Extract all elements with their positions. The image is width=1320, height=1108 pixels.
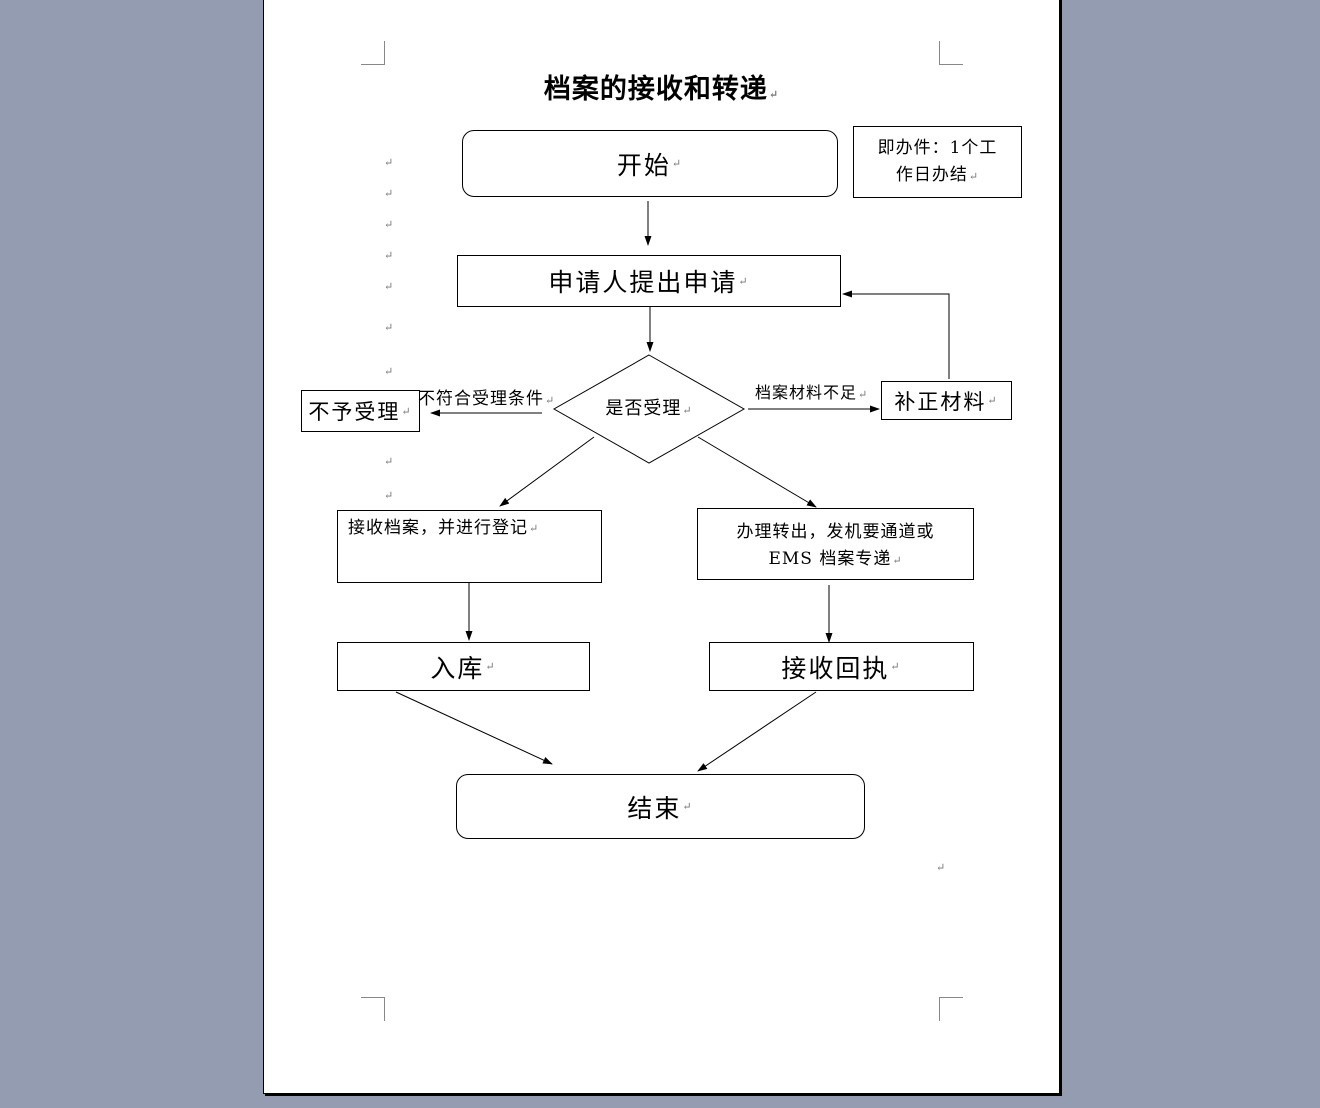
node-apply: 申请人提出申请↵ <box>457 255 841 307</box>
node-supplement: 补正材料↵ <box>881 381 1012 420</box>
paragraph-mark: ↵ <box>768 88 780 101</box>
margin-corner-top-right <box>939 41 963 65</box>
edge-label-insufficient-text: 档案材料不足 <box>755 383 858 402</box>
node-decision-label-wrap: 是否受理↵ <box>594 394 704 420</box>
paragraph-mark: ↵ <box>968 169 980 183</box>
paragraph-mark: ↵ <box>384 249 394 262</box>
edge-label-insufficient: 档案材料不足↵ <box>755 379 868 403</box>
paragraph-mark: ↵ <box>892 553 903 567</box>
node-receive: 接收档案，并进行登记↵ <box>337 510 602 583</box>
node-end: 结束↵ <box>456 774 865 839</box>
node-receipt: 接收回执↵ <box>709 642 974 691</box>
node-start: 开始↵ <box>462 130 838 197</box>
decision-diamond <box>552 354 746 464</box>
paragraph-mark: ↵ <box>384 280 394 293</box>
node-reject-label: 不予受理 <box>308 400 401 424</box>
paragraph-mark: ↵ <box>987 394 999 407</box>
paragraph-mark: ↵ <box>384 218 394 231</box>
arrow-decision-to-transfer <box>697 436 817 508</box>
node-store-label: 入库 <box>430 653 485 683</box>
node-supplement-label: 补正材料 <box>894 389 987 414</box>
edge-label-not-accepted: 不符合受理条件↵ <box>418 384 555 409</box>
page-title-text: 档案的接收和转递 <box>543 74 768 105</box>
note-line-2: 作日办结 <box>895 164 968 185</box>
node-store: 入库↵ <box>337 642 590 691</box>
note-box: 即办件：1个工 作日办结↵ <box>853 126 1022 198</box>
page-title: 档案的接收和转递↵ <box>264 67 1059 106</box>
note-line-1: 即办件：1个工 <box>877 137 998 158</box>
arrow-decision-to-receive <box>499 436 595 507</box>
paragraph-mark: ↵ <box>529 522 540 535</box>
node-start-label: 开始 <box>616 150 671 180</box>
paragraph-mark: ↵ <box>682 800 694 813</box>
node-reject: 不予受理↵ <box>301 390 420 432</box>
paragraph-mark: ↵ <box>671 157 684 170</box>
margin-corner-bottom-left <box>361 997 385 1021</box>
node-transfer: 办理转出，发机要通道或 EMS 档案专递↵ <box>697 508 974 580</box>
node-transfer-line-2: EMS 档案专递 <box>768 548 892 569</box>
paragraph-mark: ↵ <box>384 156 394 169</box>
margin-corner-top-left <box>361 41 385 65</box>
paragraph-mark: ↵ <box>738 274 750 288</box>
document-page: ↵ ↵ ↵ ↵ ↵ ↵ ↵ ↵ ↵ ↵ 档案的接收和转递↵ <box>263 0 1060 1094</box>
paragraph-mark: ↵ <box>384 187 394 200</box>
paragraph-mark: ↵ <box>384 455 394 468</box>
paragraph-mark: ↵ <box>384 365 394 378</box>
paragraph-mark: ↵ <box>384 321 394 334</box>
node-end-label: 结束 <box>627 793 682 823</box>
node-receive-label: 接收档案，并进行登记 <box>348 518 528 538</box>
paragraph-mark: ↵ <box>890 660 902 673</box>
arrow-store-to-end <box>395 691 553 765</box>
paragraph-mark: ↵ <box>682 404 693 417</box>
paragraph-mark: ↵ <box>545 394 556 407</box>
node-transfer-line-1: 办理转出，发机要通道或 <box>736 521 935 542</box>
edge-label-not-accepted-text: 不符合受理条件 <box>418 389 544 409</box>
paragraph-mark: ↵ <box>384 489 394 502</box>
paragraph-mark: ↵ <box>936 861 946 874</box>
paragraph-mark: ↵ <box>858 388 869 401</box>
arrow-receipt-to-end <box>697 691 817 772</box>
node-receipt-label: 接收回执 <box>781 653 890 683</box>
flow-connectors <box>395 201 950 772</box>
node-apply-label: 申请人提出申请 <box>548 268 738 297</box>
margin-corner-bottom-right <box>939 997 963 1021</box>
paragraph-mark: ↵ <box>401 404 413 418</box>
node-decision-label: 是否受理 <box>605 398 682 419</box>
paragraph-mark: ↵ <box>485 660 497 673</box>
arrow-supplement-to-apply <box>842 290 950 379</box>
